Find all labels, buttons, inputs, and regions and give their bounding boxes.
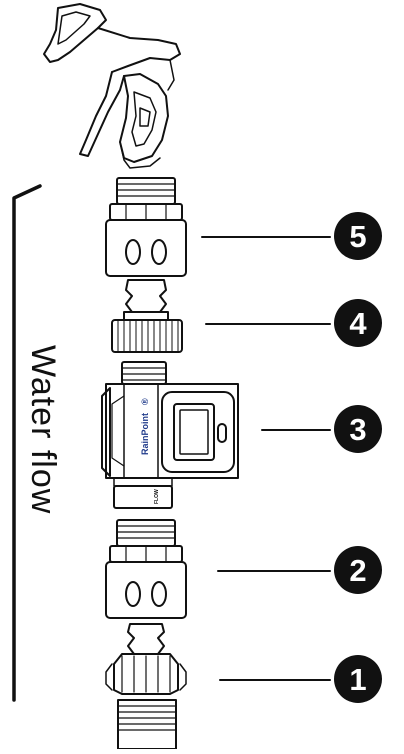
callout-badge-3: 3 (334, 405, 382, 453)
callout-badge-4: 4 (334, 299, 382, 347)
callout-badge-1: 1 (334, 655, 382, 703)
svg-text:1: 1 (349, 662, 366, 697)
callout-badge-5: 5 (334, 212, 382, 260)
svg-text:RainPoint: RainPoint (140, 413, 150, 455)
callout-badge-2: 2 (334, 546, 382, 594)
svg-text:4: 4 (349, 306, 367, 341)
timer-brand-label: RainPoint ® (140, 398, 150, 455)
hose-connector-nipple-lower (105, 623, 187, 695)
hose-connector-nipple-upper (111, 279, 183, 353)
spray-nozzle-icon (43, 3, 181, 169)
flow-arrow (12, 184, 42, 702)
faucet-thread (117, 699, 177, 750)
rainpoint-water-timer: RainPoint ® FLOW (101, 361, 239, 509)
svg-text:3: 3 (349, 412, 366, 447)
water-flow-label: Water flow (24, 345, 62, 515)
quick-connect-coupler-upper (105, 177, 187, 277)
svg-text:2: 2 (349, 553, 366, 588)
svg-text:®: ® (140, 398, 150, 405)
svg-text:5: 5 (349, 219, 366, 254)
flow-tag: FLOW (154, 489, 160, 504)
quick-connect-coupler-lower (105, 519, 187, 619)
